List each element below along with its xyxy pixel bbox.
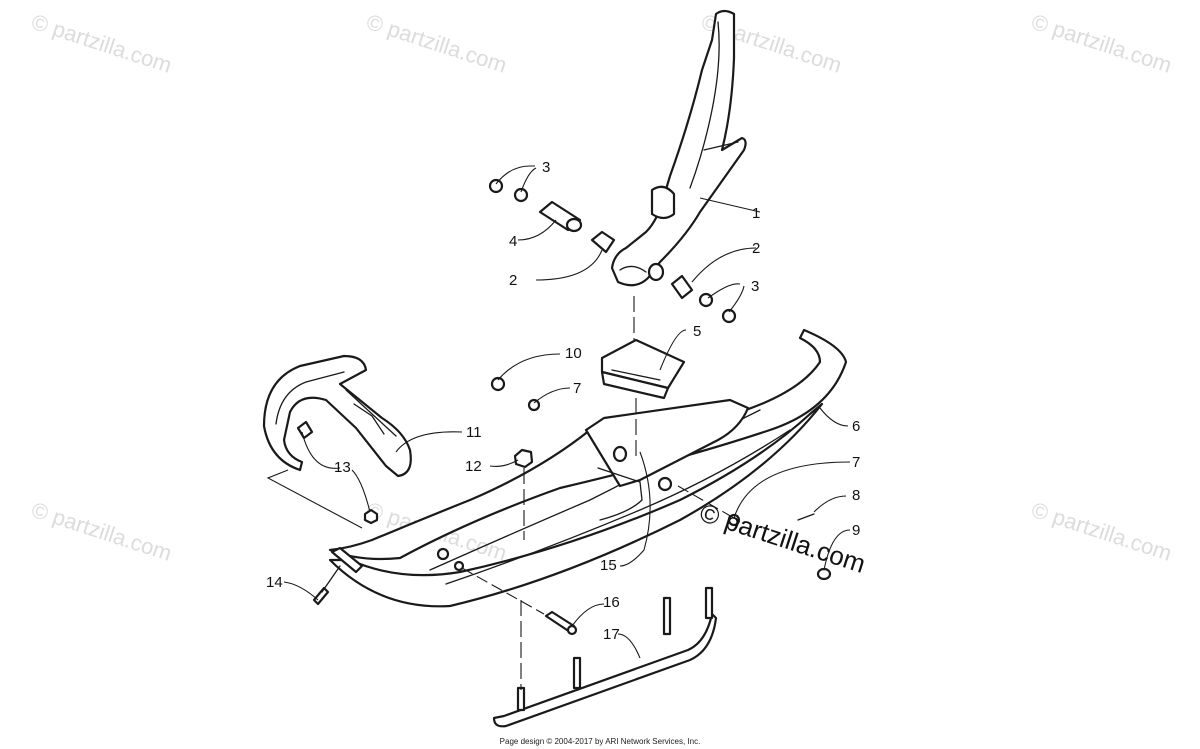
- watermark: © partzilla.com: [363, 9, 509, 78]
- ski-body-part: [328, 328, 848, 608]
- callout-13: 13: [334, 459, 351, 476]
- bushing: [590, 230, 616, 254]
- callout-3: 3: [751, 278, 759, 295]
- washer: [727, 513, 741, 527]
- watermark: © partzilla.com: [1028, 497, 1174, 566]
- callout-10: 10: [565, 345, 582, 362]
- callout-1: 1: [752, 205, 760, 222]
- callout-6: 6: [852, 418, 860, 435]
- watermark: © partzilla.com: [28, 497, 174, 566]
- callout-7: 7: [573, 380, 581, 397]
- cotter-pin: [797, 513, 815, 521]
- leader-lines: [266, 165, 851, 690]
- watermark-layer: © partzilla.com © partzilla.com © partzi…: [28, 9, 1174, 566]
- washer: [488, 178, 504, 194]
- spindle-part: [610, 9, 747, 287]
- callout-7: 7: [852, 454, 860, 471]
- callout-12: 12: [465, 458, 482, 475]
- runner-bolt-part: [544, 610, 578, 636]
- watermark: © partzilla.com: [1028, 9, 1174, 78]
- lock-nut: [513, 448, 534, 469]
- watermark: © partzilla.com: [28, 9, 174, 78]
- overlay-watermark: © partzilla.com: [696, 497, 869, 579]
- carbide-runner-part: [492, 586, 718, 728]
- hardware-group: [488, 178, 737, 324]
- bushing: [670, 274, 694, 300]
- nut: [816, 567, 832, 581]
- washer: [527, 398, 541, 412]
- callout-8: 8: [852, 487, 860, 504]
- wear-pad-part: [600, 338, 686, 400]
- ski-loop-part: [262, 354, 412, 478]
- callout-9: 9: [852, 522, 860, 539]
- washer: [513, 187, 529, 203]
- washer: [490, 376, 506, 392]
- callout-2: 2: [752, 240, 760, 257]
- callout-4: 4: [509, 233, 517, 250]
- callout-16: 16: [603, 594, 620, 611]
- lock-nut: [363, 508, 379, 525]
- callout-2: 2: [509, 272, 517, 289]
- callout-15: 15: [600, 557, 617, 574]
- washer: [721, 308, 737, 324]
- callout-14: 14: [266, 574, 283, 591]
- callout-17: 17: [603, 626, 620, 643]
- footer-credit: Page design © 2004-2017 by ARI Network S…: [499, 737, 701, 746]
- callout-5: 5: [693, 323, 701, 340]
- callout-labels: 1 2 2 3 3 4 5 6 7 7 8 9 10 11 12 13 14 1…: [266, 159, 860, 643]
- callout-11: 11: [466, 424, 482, 441]
- callout-3: 3: [542, 159, 550, 176]
